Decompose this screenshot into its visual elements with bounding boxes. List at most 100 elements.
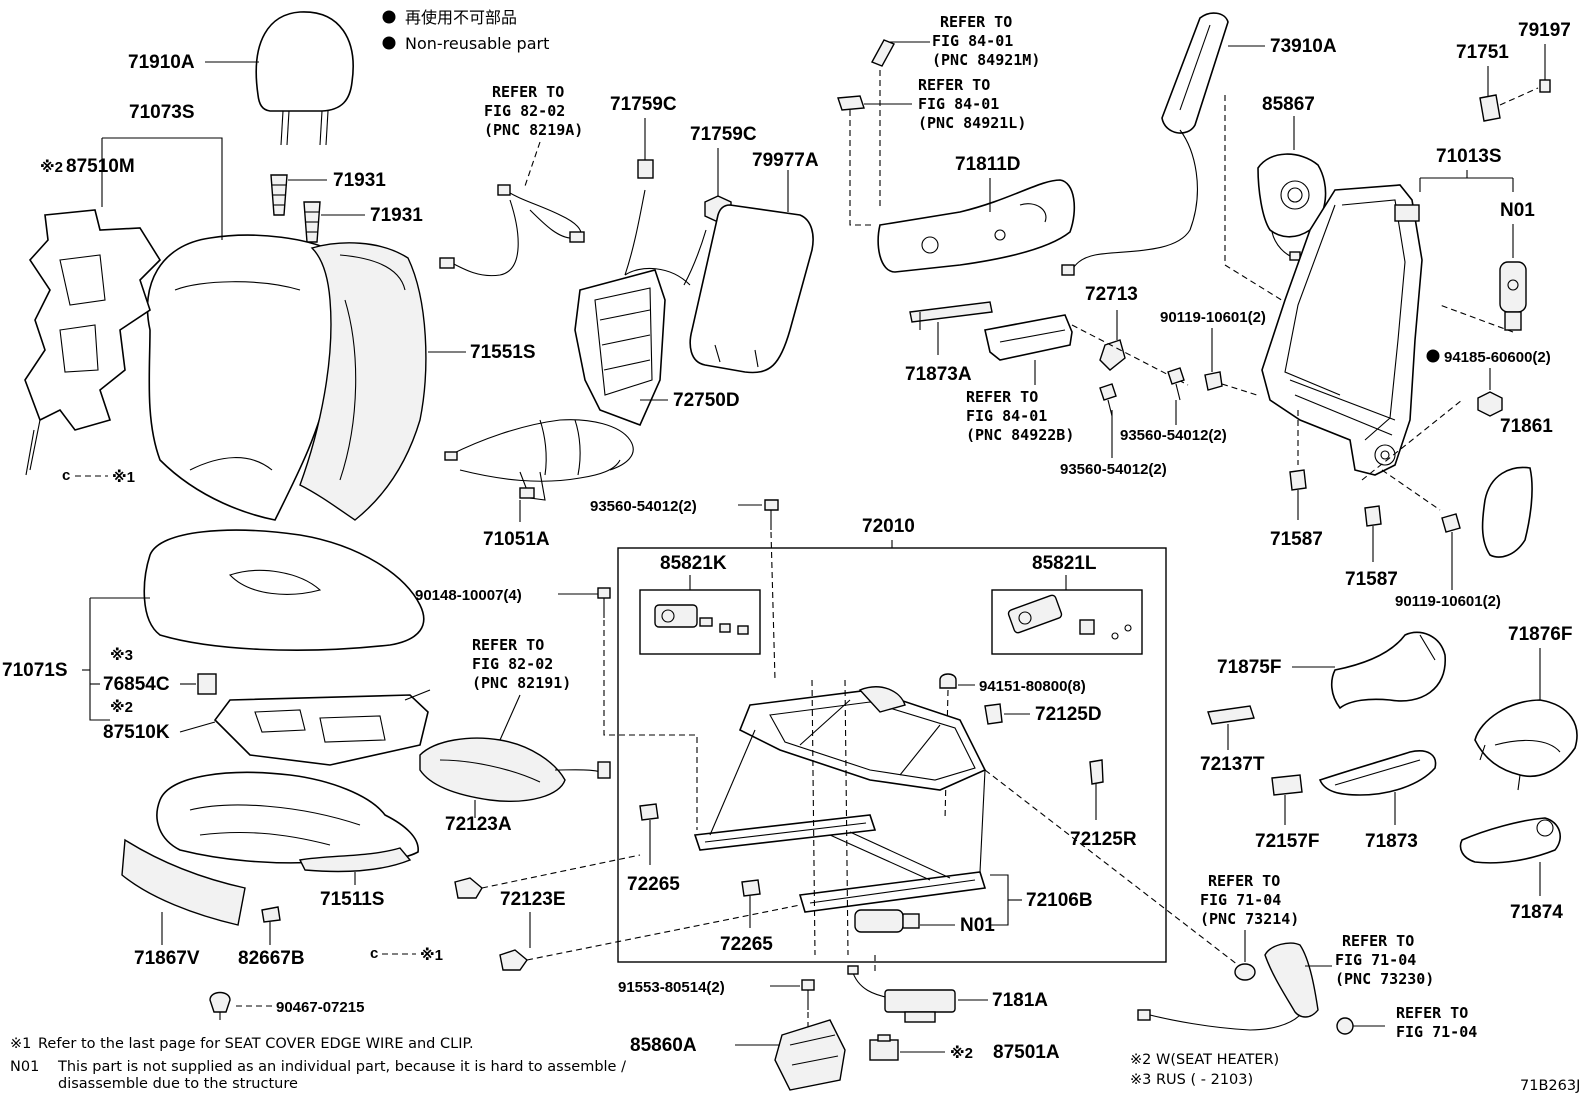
harness-7181A [847,965,956,1023]
label-72137T: 72137T [1200,754,1265,775]
non-reusable-bullet-icon [382,36,396,50]
label-90119-b: 90119-10601(2) [1395,593,1501,610]
label-71874: 71874 [1510,902,1563,923]
motor-85821L [1007,594,1132,640]
knob-84921L [837,95,865,111]
bolt-93560-c [1099,383,1117,417]
label-87510K: 87510K [103,722,170,743]
label-72713: 72713 [1085,284,1138,305]
back-wire-harness [439,184,585,277]
label-91553: 91553-80514(2) [618,979,725,996]
label-71551S: 71551S [470,342,536,363]
cap-71587-a [1289,469,1307,491]
seat-back-heater-wire [444,419,634,501]
label-72125D: 72125D [1035,704,1102,725]
label-71931-upper: 71931 [333,170,386,191]
clip-72265-2 [741,879,761,897]
label-7181A: 7181A [992,990,1048,1011]
ref-71-04a-line3: (PNC 73214) [1200,910,1299,928]
clip-76854C [197,673,217,695]
ref2-text: REFER TO FIG 84-01 (PNC 84921M) [932,13,1040,69]
label-82667B: 82667B [238,948,305,969]
cover-71875F [1330,631,1446,710]
non-reusable-94185-icon [1426,349,1440,363]
label-71013S: 71013S [1436,146,1502,167]
motor-N01-top [1499,261,1527,331]
label-72123E: 72123E [500,889,566,910]
cover-71876F [1474,699,1578,791]
note-4: ※3 RUS ( - 2103) [1130,1072,1253,1088]
ref-71-04a-line2: FIG 71-04 [1200,891,1281,909]
cap-71751 [1479,94,1501,122]
grommet-73214 [1234,963,1256,981]
label-72750D: 72750D [673,390,740,411]
label-93560-b: 93560-54012(2) [1120,427,1227,444]
ref-82-02-line2: FIG 82-02 [484,102,565,120]
module-87501A [869,1034,899,1061]
label-87510M: 87510M [66,156,135,177]
label-71867V: 71867V [134,948,200,969]
side-airbag-73910A [1061,12,1229,276]
ref-71-04b-line3: (PNC 73230) [1335,970,1434,988]
note-2-line1: This part is not supplied as an individu… [57,1059,626,1075]
motor-kit-85821K-box [639,589,761,655]
motor-N01-bottom [854,909,920,933]
label-71587-b: 71587 [1345,569,1398,590]
side-shield-71811D [877,179,1076,273]
label-93560-c: 93560-54012(2) [1060,461,1167,478]
label-73910A: 73910A [1270,36,1337,57]
label-71875F: 71875F [1217,657,1281,678]
ref6-text: REFER TO FIG 71-04 (PNC 73214) [1200,872,1299,928]
seat-track-frame [693,686,987,913]
clip-90467 [209,991,231,1020]
label-94151: 94151-80800(8) [979,678,1086,695]
motor-85821K [654,604,749,635]
label-ref1-upper: ※1 [112,468,135,486]
back-board-79977A [689,204,814,374]
note-2-line2: disassemble due to the structure [58,1076,298,1092]
label-71051A: 71051A [483,529,550,550]
clip-72125D [984,703,1003,725]
label-85821L: 85821L [1032,553,1097,574]
label-N01-bottom: N01 [960,915,995,936]
label-87510M-mark: ※2 [40,158,63,176]
label-79977A: 79977A [752,150,819,171]
label-ref1-lower: ※1 [420,946,443,964]
label-71073S: 71073S [129,102,195,123]
ref-84-01c-line1: REFER TO [966,388,1038,406]
headrest-guide-2 [303,201,321,243]
clip-72265-1 [639,803,659,821]
front-trim-panel [121,838,246,926]
label-76854C: 76854C [103,674,170,695]
nut-refer-71-04 [1336,1017,1354,1035]
track-cover-71873A [909,301,993,330]
note-2-mark: N01 [10,1059,39,1075]
label-71759C-1: 71759C [610,94,677,115]
label-71511S: 71511S [320,889,384,910]
clip-symbol-2: c [370,945,378,962]
cover-71861 [1481,466,1533,558]
bolt-90119-a [1204,371,1223,391]
label-71751: 71751 [1456,42,1509,63]
cushion-heater-mat [213,689,431,766]
motor-kit-85821L-box [991,589,1143,655]
bolt-93560-b [1167,367,1185,401]
label-90148: 90148-10007(4) [415,587,522,604]
label-87501A-mark: ※2 [950,1044,973,1062]
headrest-guide-1 [270,174,288,216]
back-heater-mat [24,209,162,476]
label-72157F: 72157F [1255,831,1319,852]
cap-71587-b [1364,505,1382,527]
ref-82-02b-line2: FIG 82-02 [472,655,553,673]
label-71910A: 71910A [128,52,195,73]
label-71071S: 71071S [2,660,68,681]
knob-84921M [871,39,895,67]
nut-94185 [1477,391,1503,417]
ref-82-02b-line3: (PNC 82191) [472,674,571,692]
cushion-wire-harness [419,737,611,802]
ref-71-04b-line1: REFER TO [1342,932,1414,950]
label-90119-a: 90119-10601(2) [1160,309,1266,326]
label-93560-top: 93560-54012(2) [590,498,697,515]
label-76854C-mark: ※3 [110,646,133,664]
